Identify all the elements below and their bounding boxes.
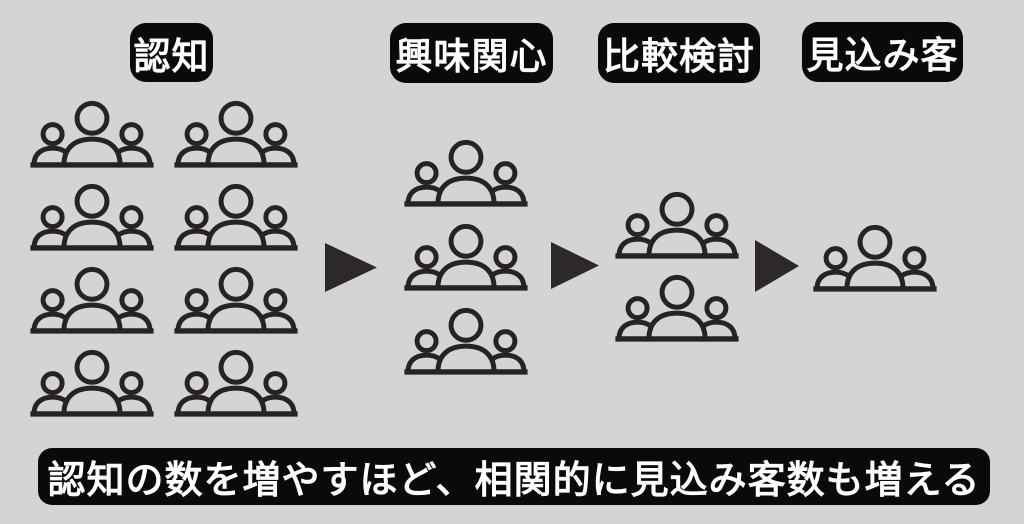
people-group-icon <box>398 136 534 213</box>
people-group-icon <box>609 271 745 348</box>
stage-label-text: 見込み客 <box>806 35 959 76</box>
people-group-icon <box>168 180 304 257</box>
people-group-icon <box>398 220 534 297</box>
stage-interest-icon-grid <box>398 136 534 381</box>
people-group-icon <box>609 188 745 265</box>
people-group-icon <box>807 221 943 298</box>
stage-label-comparison: 比較検討 <box>598 23 760 83</box>
caption-text: 認知の数を増やすほど、相関的に見込み客数も増える <box>47 460 981 502</box>
stage-label-interest: 興味関心 <box>390 23 553 83</box>
stage-label-awareness: 認知 <box>130 23 213 82</box>
stage-label-text: 興味関心 <box>395 36 548 77</box>
people-group-icon <box>24 346 160 423</box>
stage-label-text: 比較検討 <box>603 36 755 77</box>
stage-label-prospects: 見込み客 <box>802 22 963 82</box>
arrow-right-triangle-icon <box>325 243 377 292</box>
people-group-icon <box>24 97 160 174</box>
people-group-icon <box>168 346 304 423</box>
stage-label-text: 認知 <box>133 35 210 77</box>
stage-awareness-icon-grid <box>24 97 312 423</box>
people-group-icon <box>168 263 304 340</box>
people-group-icon <box>24 263 160 340</box>
arrow-right-triangle-icon <box>755 240 799 292</box>
caption-banner: 認知の数を増やすほど、相関的に見込み客数も増える <box>38 448 990 505</box>
people-group-icon <box>24 180 160 257</box>
stage-prospects-icon-grid <box>807 221 943 298</box>
stage-comparison-icon-grid <box>609 188 745 348</box>
people-group-icon <box>168 97 304 174</box>
people-group-icon <box>398 304 534 381</box>
arrow-right-triangle-icon <box>551 242 599 289</box>
